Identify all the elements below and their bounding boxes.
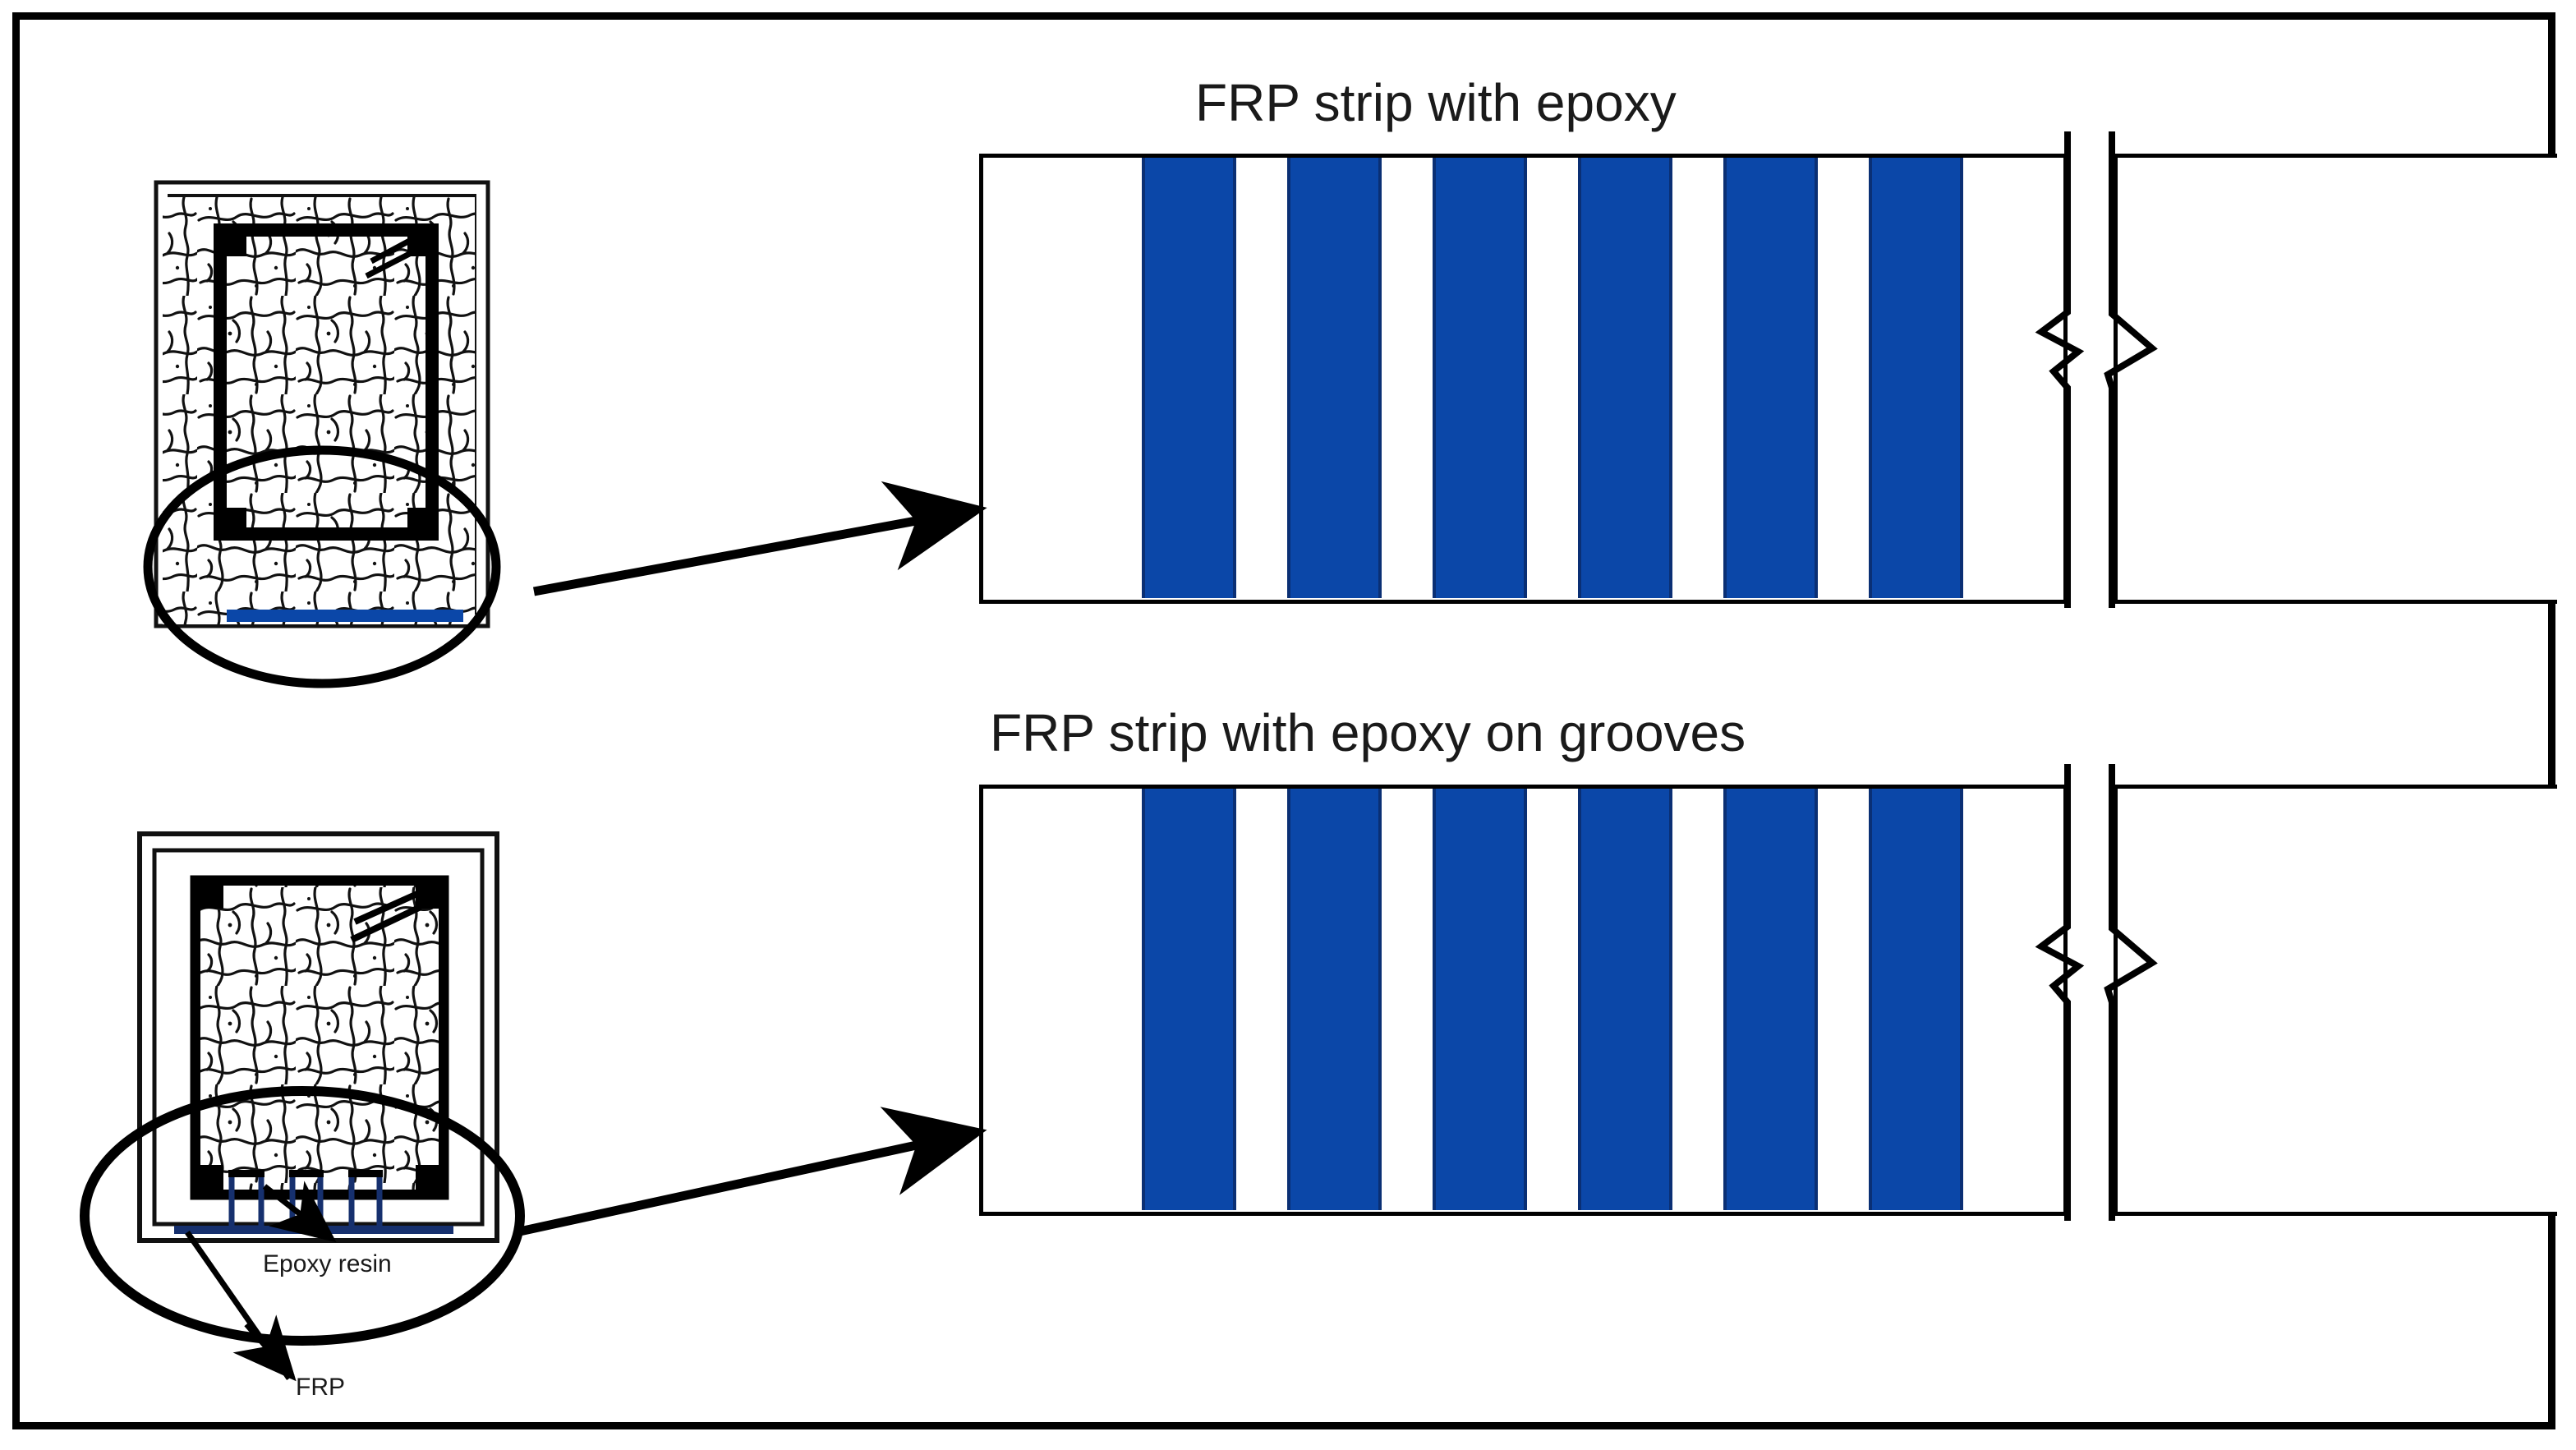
frp-stripe	[1142, 789, 1236, 1210]
frp-stripe	[1287, 158, 1382, 598]
frp-stripe	[1433, 158, 1527, 598]
frp-stripe	[1869, 158, 1963, 598]
frp-stripe	[1723, 789, 1818, 1210]
annotation-label-epoxy-resin: Epoxy resin	[263, 1250, 392, 1277]
panel-title-bottom: FRP strip with epoxy on grooves	[990, 703, 1746, 762]
frp-stripe	[1869, 789, 1963, 1210]
frp-stripe	[1433, 789, 1527, 1210]
frp-stripe	[1578, 158, 1672, 598]
frp-stripe	[1578, 789, 1672, 1210]
annotation-label-frp: FRP	[296, 1374, 345, 1401]
frp-stripe	[1287, 789, 1382, 1210]
beam-elevation-bottom-right-segment	[2114, 785, 2557, 1216]
frp-stripe	[1142, 158, 1236, 598]
panel-title-top: FRP strip with epoxy	[1195, 73, 1677, 132]
frp-stripe	[1723, 158, 1818, 598]
beam-elevation-top-right-segment	[2114, 154, 2557, 604]
